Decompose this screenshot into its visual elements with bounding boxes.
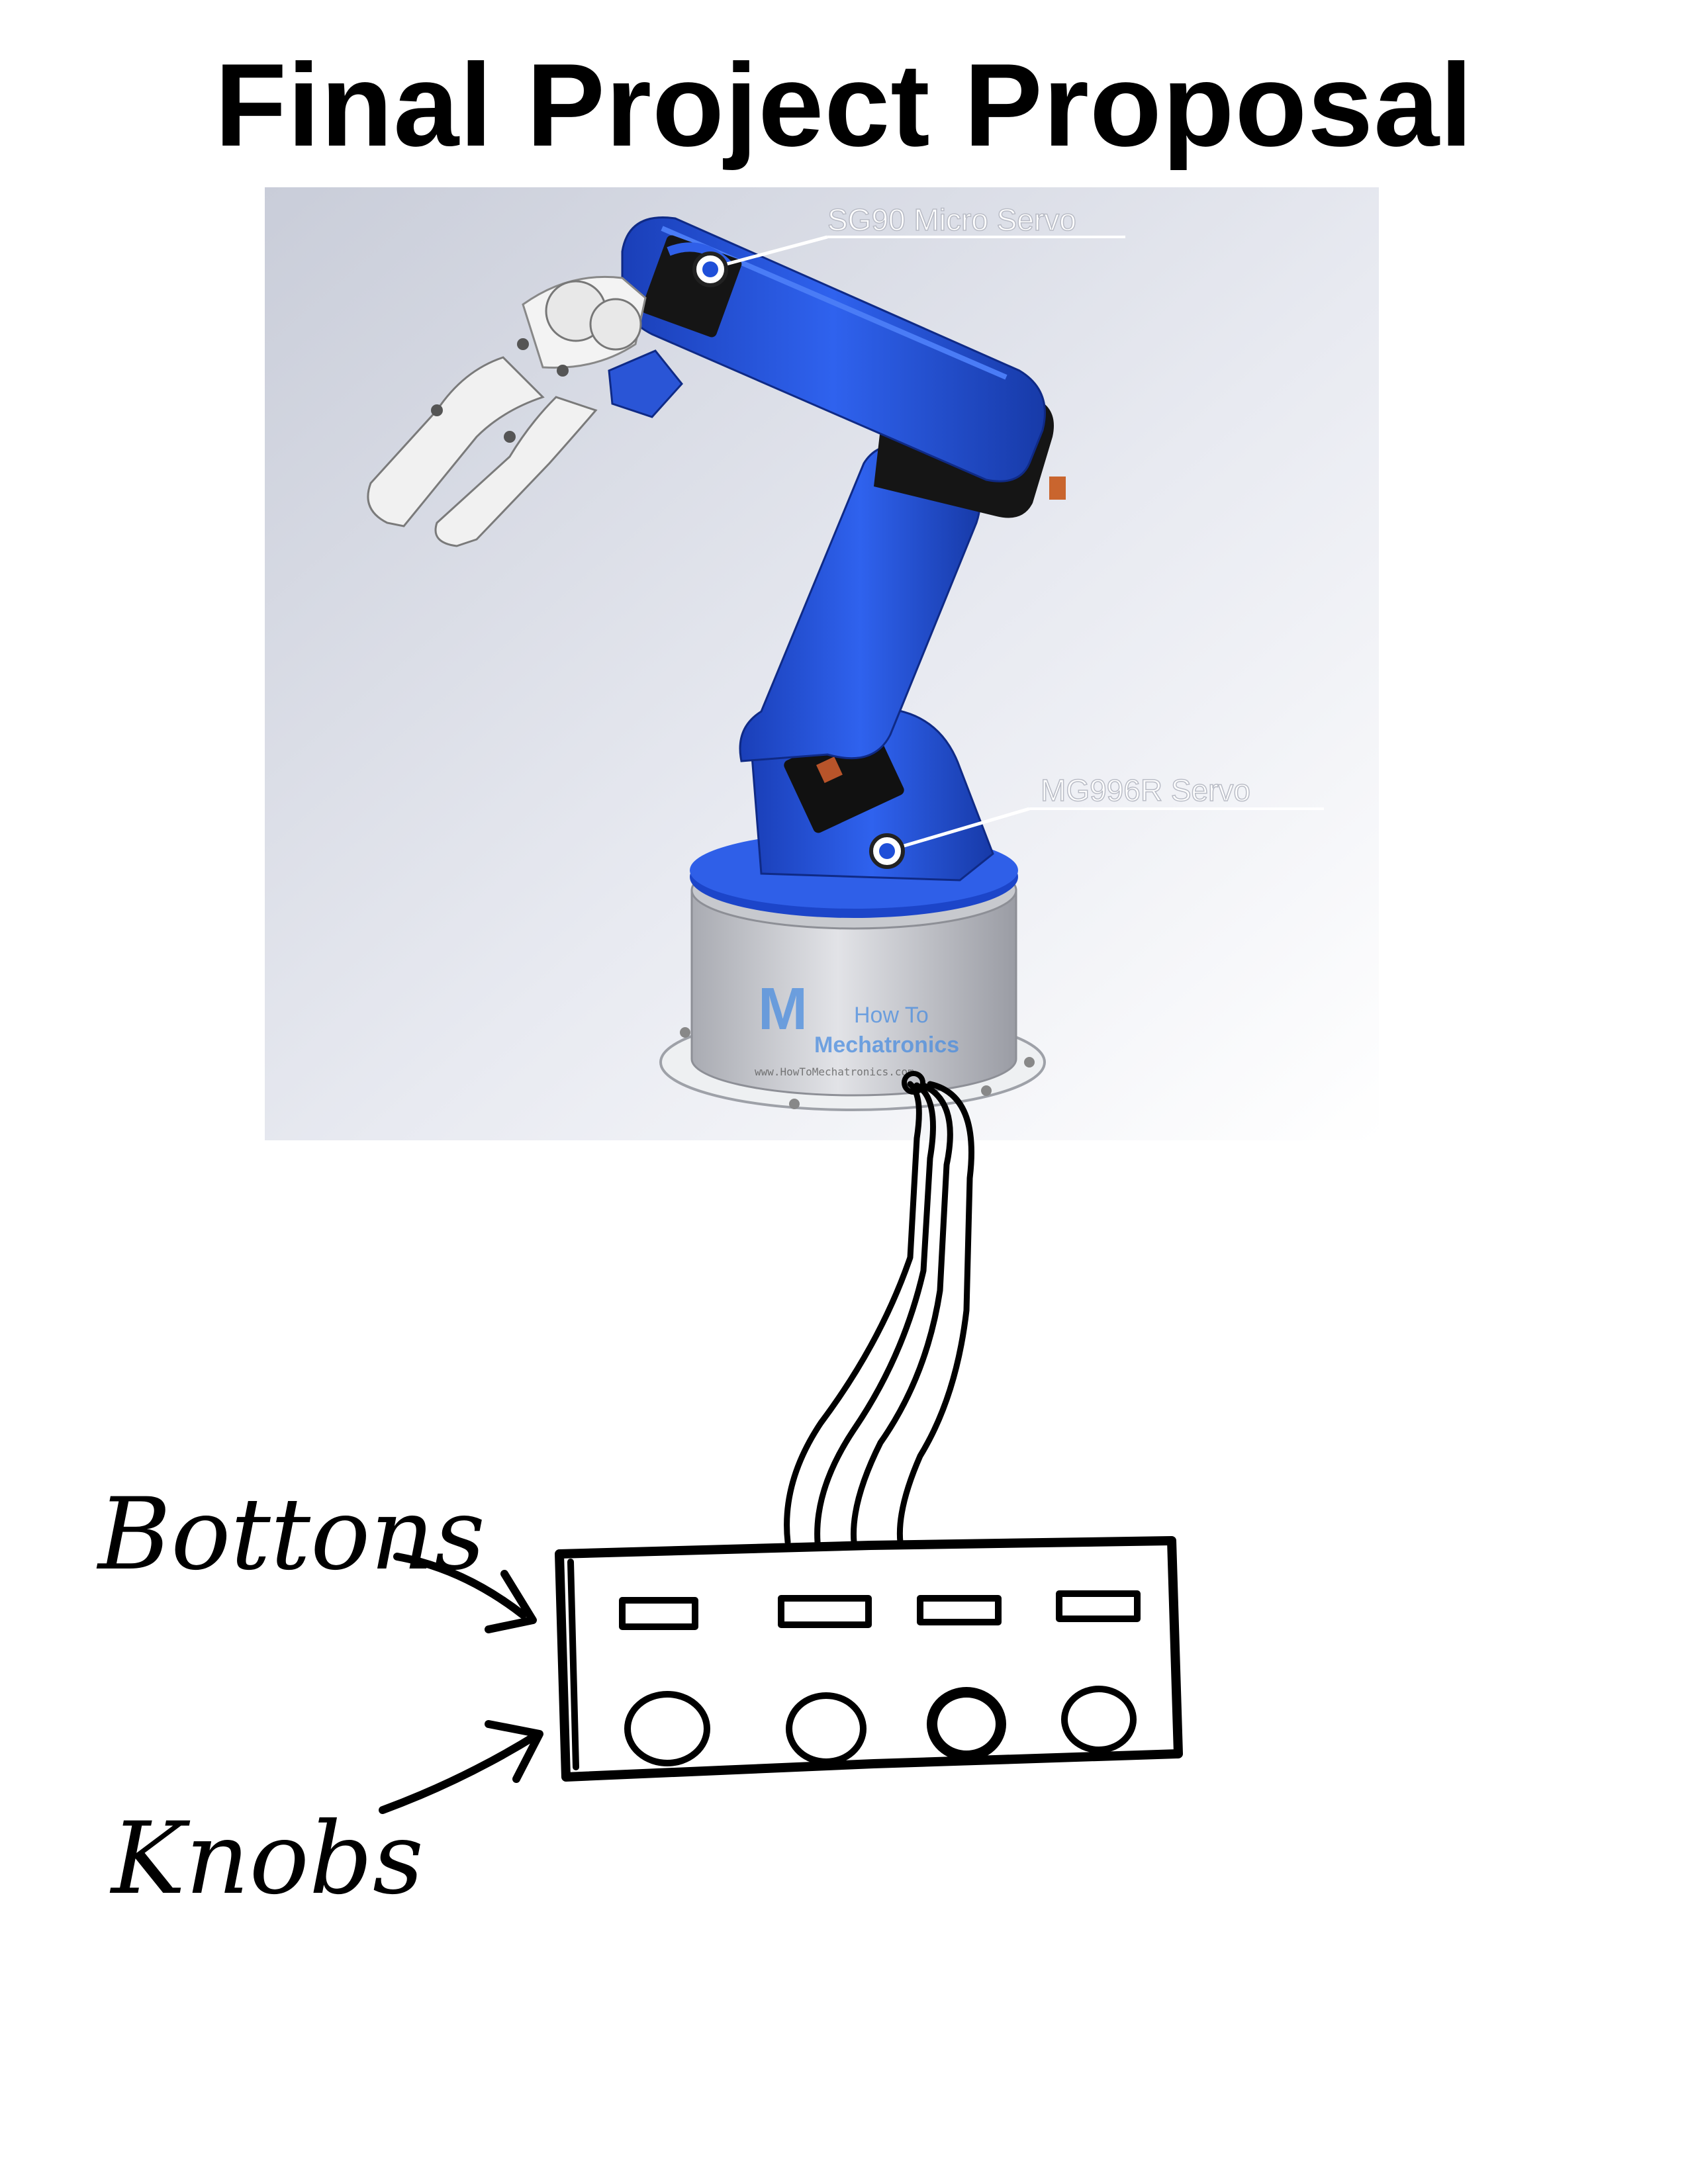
wire [787, 1084, 919, 1542]
button-sketch-1 [622, 1600, 695, 1627]
base-screw [789, 1099, 800, 1109]
button-sketch-4 [1059, 1594, 1137, 1619]
base-screw [680, 1027, 690, 1038]
watermark-line1: How To [854, 1003, 929, 1028]
callout-marker-dot [702, 261, 718, 277]
servo-wire-tab [1049, 477, 1066, 500]
knob-sketch-1 [628, 1694, 707, 1763]
button-sketch-3 [920, 1598, 998, 1622]
gripper-pivot [517, 338, 529, 350]
gripper-pivot [504, 431, 516, 443]
callout-marker-dot [879, 843, 895, 859]
label-knobs: Knobs [109, 1801, 424, 1917]
knob-sketch-4 [1064, 1689, 1133, 1750]
robot-arm-image: SG90 Micro Servo MG996R Servo M How To M… [265, 187, 1379, 1140]
knob-sketch-3 [932, 1692, 1001, 1756]
knob-sketch-2 [789, 1696, 863, 1762]
button-sketch-2 [781, 1598, 868, 1625]
controller-sketch [383, 1073, 1178, 1810]
watermark-url: www.HowToMechatronics.com [755, 1066, 914, 1078]
gripper-pivot [431, 404, 443, 416]
base-screw [1024, 1057, 1035, 1068]
control-box [559, 1541, 1178, 1777]
arrow-knobs [383, 1735, 536, 1810]
watermark-line2: Mechatronics [814, 1032, 959, 1058]
control-box-edge [571, 1562, 576, 1767]
gripper-pivot [557, 365, 569, 377]
callout-label-sg90: SG90 Micro Servo [827, 203, 1076, 237]
callout-label-mg996r: MG996R Servo [1041, 773, 1250, 807]
wire [854, 1085, 951, 1542]
gripper-gear [590, 299, 641, 349]
base-screw [981, 1085, 992, 1096]
label-buttons: Bottons [96, 1477, 485, 1592]
watermark-logo-letter: M [758, 976, 808, 1042]
